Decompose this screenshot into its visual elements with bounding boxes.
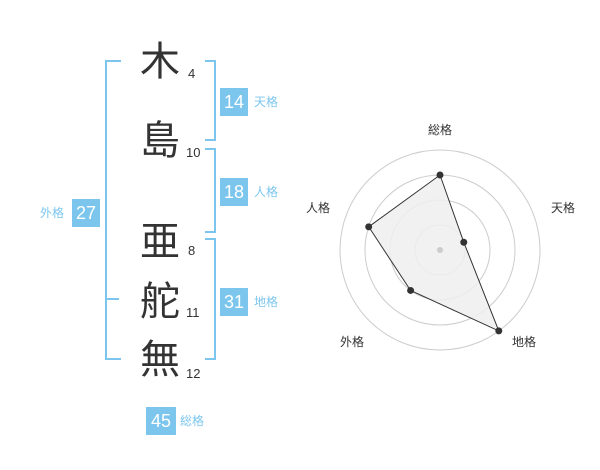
- chikaku-value: 31: [220, 288, 248, 316]
- stroke-count-1: 4: [188, 66, 196, 81]
- radar-polygon: [368, 174, 500, 332]
- jinkaku-bracket: [205, 148, 216, 233]
- radar-label-gaikaku: 外格: [340, 334, 364, 349]
- gaikaku-bracket: [105, 60, 121, 360]
- name-char-2: 島: [140, 118, 180, 164]
- radar-ring-4: [339, 149, 541, 351]
- stroke-count-3: 8: [188, 243, 196, 258]
- radar-point-3: [407, 286, 415, 294]
- radar-label-jinkaku: 人格: [306, 200, 330, 215]
- radar-point-4: [365, 223, 373, 231]
- radar-point-1: [460, 238, 468, 246]
- jinkaku-value: 18: [220, 178, 248, 206]
- stroke-count-5: 12: [186, 366, 201, 381]
- tenkaku-value: 14: [220, 88, 248, 116]
- soukaku-value: 45: [146, 407, 176, 435]
- radar-point-2: [495, 327, 503, 335]
- gaikaku-label: 外格: [40, 206, 65, 220]
- chikaku-bracket: [205, 238, 216, 360]
- radar-label-soukaku: 総格: [428, 122, 452, 137]
- name-char-3: 亜: [140, 219, 180, 265]
- name-char-4: 舵: [140, 279, 180, 325]
- radar-label-chikaku: 地格: [512, 334, 536, 349]
- radar-label-tenkaku: 天格: [551, 200, 575, 215]
- stroke-count-4: 11: [186, 305, 200, 320]
- soukaku-label: 総格: [180, 414, 205, 428]
- gaikaku-mid-tick: [107, 298, 119, 300]
- radar-point-0: [436, 171, 444, 179]
- name-char-5: 無: [140, 337, 180, 383]
- stroke-count-2: 10: [186, 145, 201, 160]
- radar-center-dot: [437, 247, 443, 253]
- name-char-1: 木: [140, 39, 180, 85]
- tenkaku-bracket: [205, 60, 216, 141]
- tenkaku-label: 天格: [254, 95, 279, 109]
- gaikaku-value: 27: [72, 199, 100, 227]
- chikaku-label: 地格: [254, 295, 279, 309]
- jinkaku-label: 人格: [254, 185, 279, 199]
